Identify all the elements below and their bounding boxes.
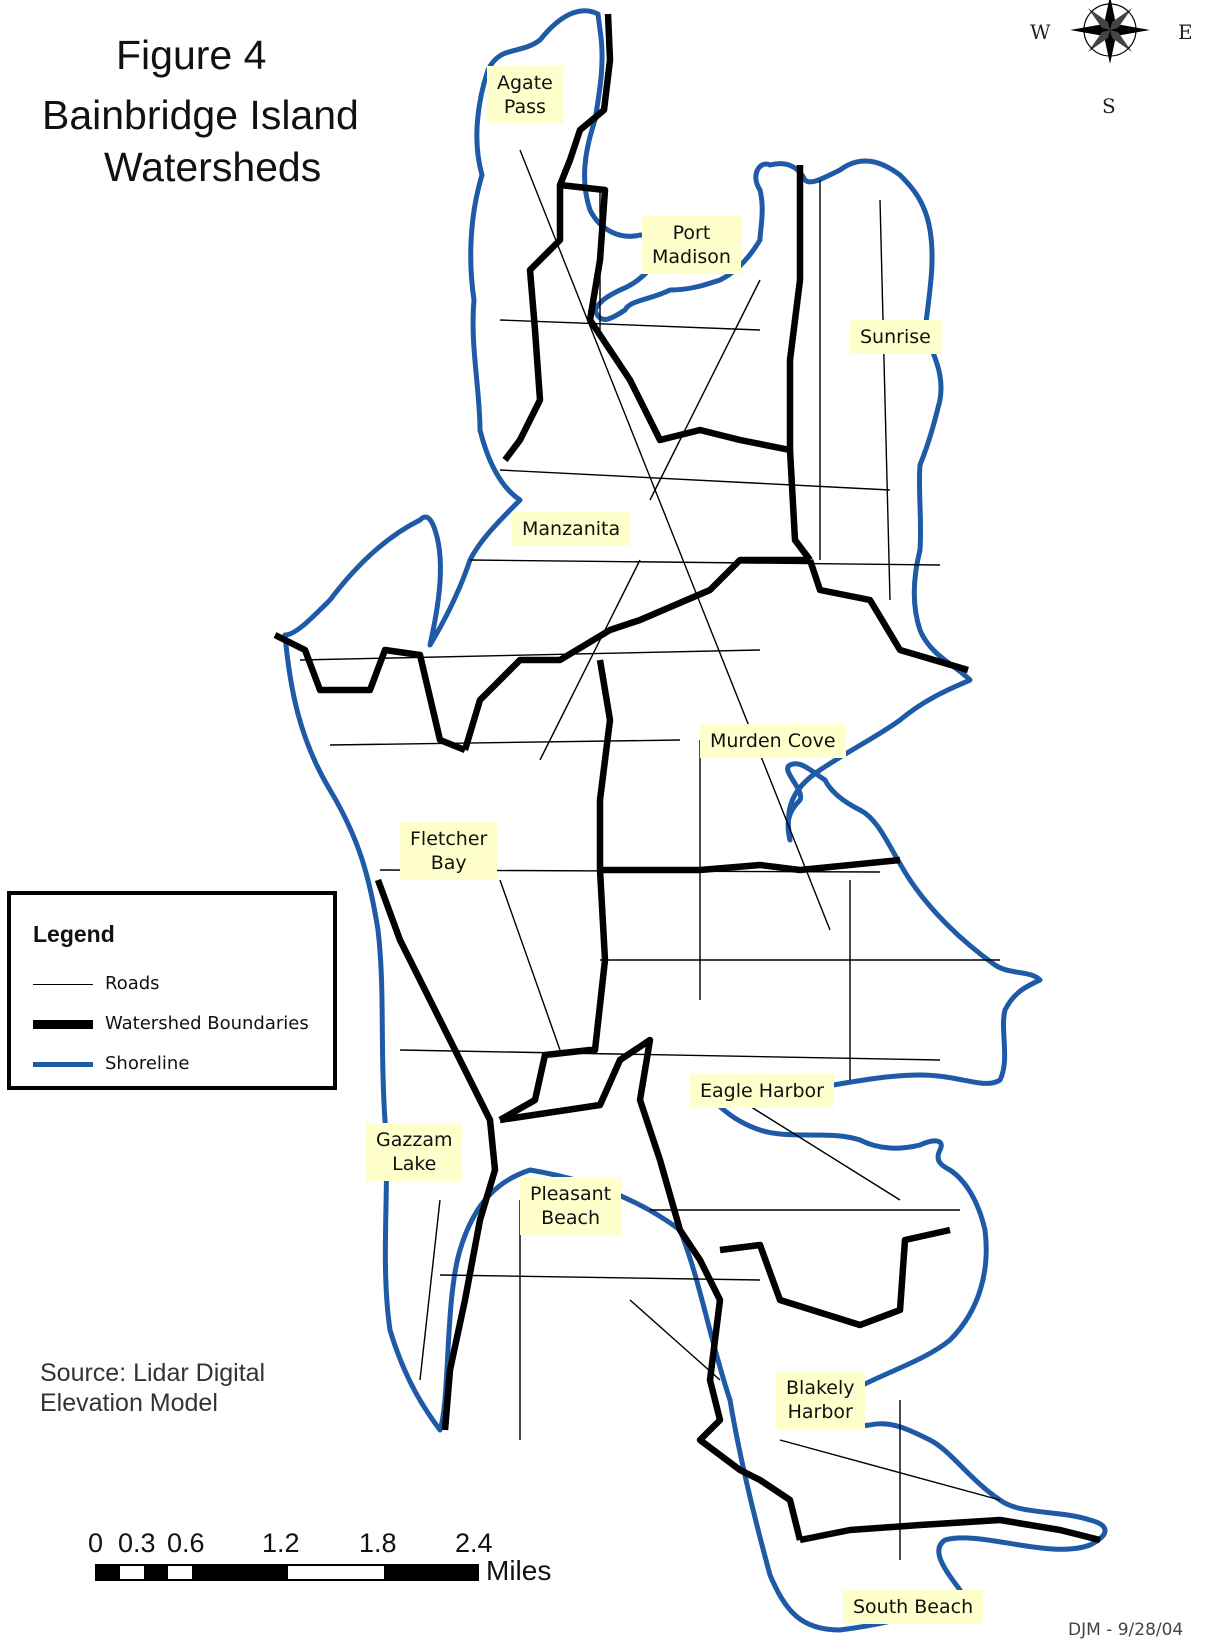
watershed-label-fletcher-bay: Fletcher Bay — [400, 822, 498, 880]
compass-south: S — [1102, 94, 1116, 118]
page-title: Bainbridge Island — [42, 92, 359, 138]
scale-tick-1-8: 1.8 — [359, 1528, 397, 1558]
compass-west: W — [1030, 20, 1051, 44]
watershed-label-sunrise: Sunrise — [850, 320, 941, 354]
boundary-fletcher-eagle — [600, 856, 901, 874]
watershed-label-gazzam-lake: Gazzam Lake — [366, 1123, 463, 1181]
scale-tick-2-4: 2.4 — [455, 1528, 493, 1558]
watershed-label-eagle-harbor: Eagle Harbor — [690, 1074, 834, 1108]
scale-units: Miles — [486, 1555, 552, 1586]
scale-tick-0-6: 0.6 — [167, 1528, 205, 1558]
figure-number: Figure 4 — [116, 32, 267, 78]
watershed-label-pleasant-beach: Pleasant Beach — [520, 1177, 622, 1235]
page-subtitle: Watersheds — [104, 144, 322, 190]
boundary-murden-north — [461, 556, 810, 751]
shoreline — [282, 8, 1108, 1633]
boundary-north-central — [559, 181, 813, 562]
legend-swatch-shoreline — [33, 1062, 93, 1067]
boundary-blakely — [719, 1226, 951, 1329]
watershed-label-blakely-harbor: Blakely Harbor — [776, 1371, 865, 1429]
legend-label-roads: Roads — [105, 973, 160, 994]
roads — [299, 149, 1001, 1560]
watershed-label-port-madison: Port Madison — [642, 216, 741, 274]
boundary-west — [273, 632, 467, 754]
watershed-boundaries — [273, 13, 1101, 1544]
scale-segment-3 — [192, 1565, 288, 1580]
scale-bar — [95, 1564, 479, 1581]
source-note: Source: Lidar Digital Elevation Model — [40, 1359, 266, 1417]
watershed-label-agate-pass: Agate Pass — [487, 66, 563, 124]
boundary-sunrise — [786, 165, 804, 450]
scale-tick-1-2: 1.2 — [262, 1528, 300, 1558]
scale-tick-0: 0 — [88, 1528, 104, 1558]
legend-title: Legend — [33, 921, 115, 947]
scale-tick-0-3: 0.3 — [118, 1528, 156, 1558]
scale-segment-4 — [384, 1565, 478, 1580]
boundary-central-spine — [498, 659, 614, 1123]
legend: Legend Roads Watershed Boundaries Shorel… — [7, 891, 337, 1090]
scale-segment-1 — [96, 1565, 120, 1580]
compass-east: E — [1178, 20, 1193, 44]
boundary-agate-pass — [502, 13, 614, 462]
scale-segment-2 — [144, 1565, 168, 1580]
watershed-label-south-beach: South Beach — [843, 1590, 984, 1624]
legend-swatch-roads — [33, 984, 93, 985]
boundary-eagle-south — [499, 1036, 804, 1541]
boundary-south-beach — [799, 1516, 1101, 1544]
compass-rose-icon — [1070, 0, 1150, 64]
watershed-label-murden-cove: Murden Cove — [700, 724, 846, 758]
map-credit: DJM - 9/28/04 — [1068, 1620, 1184, 1640]
legend-label-shoreline: Shoreline — [105, 1053, 190, 1074]
legend-label-watershed-boundaries: Watershed Boundaries — [105, 1013, 309, 1034]
legend-swatch-watershed-boundaries — [33, 1020, 93, 1029]
watershed-label-manzanita: Manzanita — [512, 512, 631, 546]
boundary-gazzam — [374, 878, 499, 1431]
boundary-murden-east — [806, 558, 969, 674]
